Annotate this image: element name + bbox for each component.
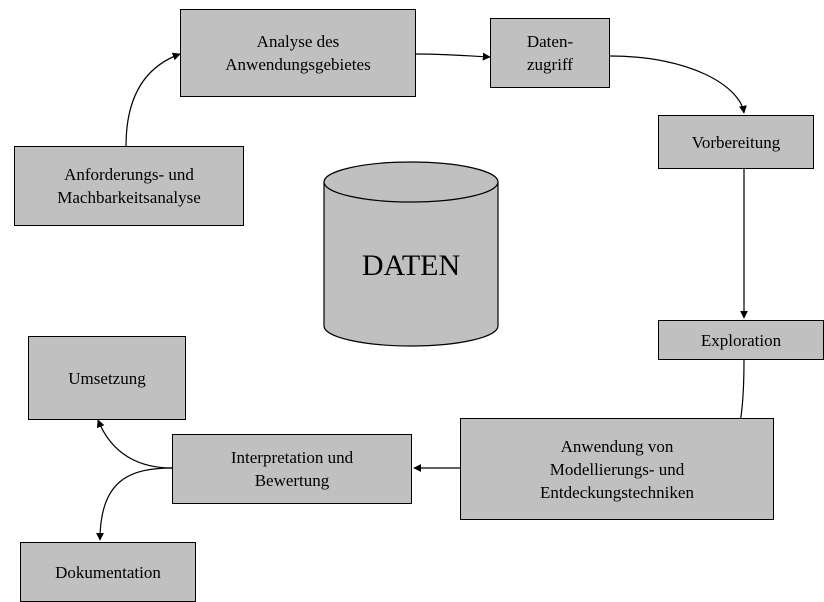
arrow-datenzugriff-to-vorbereitung — [609, 55, 747, 114]
database-cylinder — [323, 161, 499, 347]
arrow-interpretation-to-umsetzung — [96, 419, 173, 469]
step-dokumentation: Dokumentation — [20, 542, 196, 602]
step-analyse-des-anwendungsgebietes: Analyse des Anwendungsgebietes — [180, 9, 416, 97]
step-datenzugriff: Daten- zugriff — [490, 18, 610, 88]
database-label: DATEN — [361, 249, 461, 282]
step-exploration: Exploration — [658, 320, 824, 360]
step-vorbereitung: Vorbereitung — [658, 115, 814, 169]
arrow-interpretation-to-dokumentation — [96, 467, 173, 541]
arrow-analyse-to-datenzugriff — [415, 52, 491, 61]
step-anforderungs-und-machbarkeitsanalyse: Anforderungs- und Machbarkeitsanalyse — [14, 146, 244, 226]
step-umsetzung: Umsetzung — [28, 336, 186, 420]
step-interpretation-und-bewertung: Interpretation und Bewertung — [172, 434, 412, 504]
step-anwendung-von-techniken: Anwendung von Modellierungs- und Entdeck… — [460, 418, 774, 520]
arrow-anforderung-to-analyse — [125, 52, 181, 147]
